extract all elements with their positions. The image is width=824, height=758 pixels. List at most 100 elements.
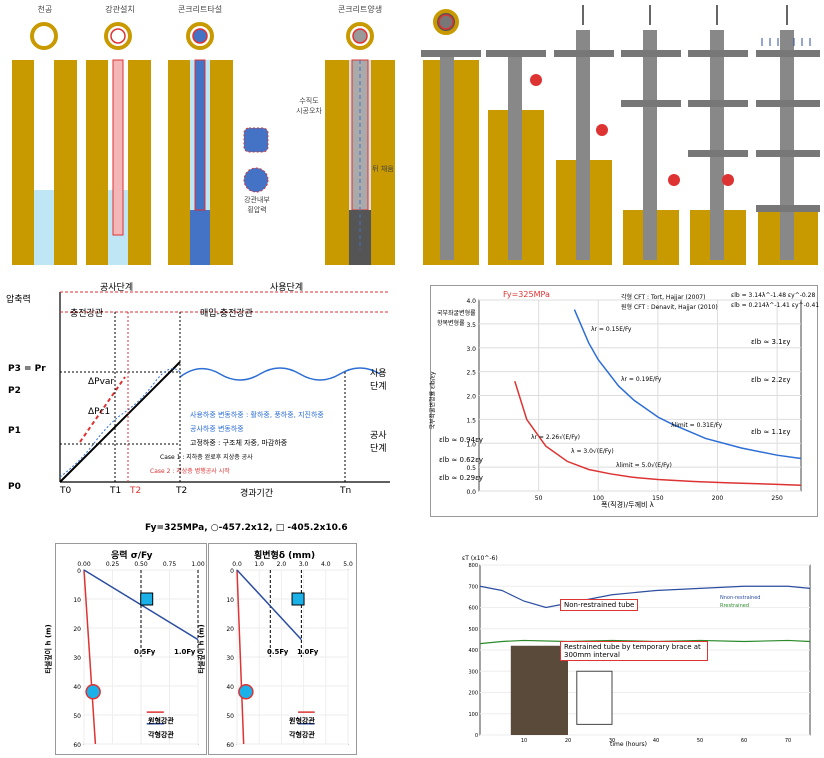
x-tick-label: 3.0	[299, 561, 309, 568]
y-tick-label: 50	[226, 713, 234, 720]
lambda-label-0: λr = 0.15E/Fy	[591, 326, 632, 333]
x-tick-label: 2.0	[277, 561, 287, 568]
y-tick-label: 300	[468, 669, 478, 675]
y-tick-label: 10	[73, 597, 81, 604]
axial-ylabel: 압축력	[6, 295, 31, 305]
ann-right-2: εlb ≈ 1.1εy	[751, 428, 791, 436]
y-tick-label: 200	[468, 691, 478, 697]
y-tick-p0: P0	[8, 482, 21, 492]
side-construction: 공사 단계	[370, 431, 387, 454]
leg-const: 공사하중 변동하중	[190, 425, 244, 433]
ann-left-0: εlb ≈ 0.94εy	[439, 436, 483, 444]
x-tick-label: 70	[785, 738, 791, 744]
load-arrows	[582, 5, 788, 25]
y-tick-label: 40	[73, 684, 81, 691]
circle-marker	[85, 684, 101, 700]
y-tick-label: 30	[226, 655, 234, 662]
y-tick-p2: P2	[8, 386, 21, 396]
topdown-columns	[440, 30, 794, 260]
series-line-1	[573, 309, 802, 460]
x-tick-label: 200	[712, 495, 724, 502]
step-title-drilling: 천공	[37, 5, 53, 14]
x-tick-label: 0.50	[134, 561, 148, 568]
x-tick-label: 150	[652, 495, 664, 502]
circle-marker	[238, 684, 254, 700]
y-tick-label: 0	[230, 568, 234, 575]
x-tick-label: 50	[697, 738, 703, 744]
note-pressure: 강관내부 횡압력	[244, 196, 270, 214]
defl-full: 1.0Fy	[297, 648, 319, 656]
x-tick-label: 40	[653, 738, 659, 744]
eq-square: εlb = 3.14λ^-1.48 εy^-0.28	[731, 292, 816, 299]
lambda-label-5: λlimit = 5.0√(E/Fy)	[616, 462, 672, 469]
x-tick-label: 20	[565, 738, 571, 744]
y-tick-label: 20	[226, 626, 234, 633]
y-tick-p3: P3 = Pr	[8, 364, 46, 374]
y-tick-label: 10	[226, 597, 234, 604]
topdown-circles	[530, 74, 734, 186]
axial-force-chart	[59, 291, 390, 483]
series-line-1	[479, 639, 811, 645]
ann-right-1: εlb ≈ 2.2εy	[751, 376, 791, 384]
phase-construction: 공사단계	[100, 283, 134, 293]
stress-ylabel: 타설깊이 h (m)	[44, 624, 53, 674]
step-title-concrete-cure: 콘크리트양생	[337, 5, 383, 14]
y-tick-label: 0.5	[466, 465, 476, 472]
lambda-label-4: λ = 3.0√(E/Fy)	[571, 448, 614, 455]
deflection-title: 횡변형δ (mm)	[254, 551, 316, 561]
lambda-label-1: λr = 0.19E/Fy	[621, 376, 662, 383]
x-tick-t2: T2	[176, 486, 188, 496]
x-tick-t2-red: T2	[130, 486, 142, 496]
construction-sequence-panel: 천공 강관설치 콘크리트타설 콘크리트양생	[0, 0, 400, 270]
y-tick-label: 50	[73, 713, 81, 720]
topdown-slabs	[421, 50, 820, 212]
x-tick-label: 50	[535, 495, 543, 502]
eq-circ: εlb = 0.214λ^-1.41 εy^-0.41	[731, 302, 820, 309]
series-line-0	[236, 569, 245, 745]
stress-legend-circ: 원형강관	[148, 717, 174, 725]
y-tick-label: 2.5	[466, 370, 476, 377]
square-marker	[140, 592, 154, 606]
buckling-ylabel-sub: 항복변형률	[437, 320, 465, 327]
ann-right-0: εlb ≈ 3.1εy	[751, 338, 791, 346]
y-tick-label: 1.0	[466, 441, 476, 448]
series-line-1	[236, 569, 302, 641]
x-tick-label: 250	[771, 495, 783, 502]
topdown-soil	[423, 60, 818, 265]
x-tick-t1: T1	[110, 486, 122, 496]
sub-buried: 매입-충전강관	[200, 309, 253, 319]
lambda-label-3: λr = 2.26√(E/Fy)	[531, 434, 580, 441]
series-line-0	[83, 569, 97, 745]
dp-var: ΔPvar	[88, 377, 115, 387]
step-title-tube-install: 강관설치	[105, 5, 135, 14]
x-tick-label: 100	[593, 495, 605, 502]
x-tick-label: 0.25	[106, 561, 120, 568]
y-tick-label: 0	[77, 568, 81, 575]
x-tick-label: 4.0	[321, 561, 331, 568]
axial-xlabel: 경과기간	[240, 489, 274, 499]
section-circles	[30, 22, 374, 50]
x-tick-label: 1.00	[191, 561, 205, 568]
fy-label: Fy=325MPa	[503, 290, 550, 299]
legend-circ-cft: 원형 CFT : Denavit, Hajjar (2010)	[621, 304, 718, 311]
sub-fill: 충전강관	[70, 309, 104, 319]
series-line-0	[514, 380, 802, 487]
buckling-ylabel: 국부좌굴변형률 εlb/εy	[429, 371, 437, 430]
buckling-ylabel-top: 국부좌굴변형률	[437, 310, 476, 317]
lambda-label-2: λlimit = 0.31E/Fy	[671, 422, 723, 429]
x-tick-label: 0.0	[232, 561, 242, 568]
x-tick-label: 60	[741, 738, 747, 744]
y-tick-label: 3.0	[466, 346, 476, 353]
legend-restrained: Rrestrained	[720, 603, 749, 609]
x-tick-label: 5.0	[343, 561, 353, 568]
stress-legend-sq: 각형강관	[148, 731, 174, 739]
case2: Case 2 : 지상층 병행공사 시작	[150, 468, 230, 475]
legend-non-restrained: Nnon-restrained	[720, 595, 761, 601]
distributed-load	[761, 38, 811, 46]
y-tick-label: 30	[73, 655, 81, 662]
topdown-sequence-drawing	[421, 5, 820, 265]
defl-ylabel: 타설깊이 h (m)	[197, 624, 206, 674]
